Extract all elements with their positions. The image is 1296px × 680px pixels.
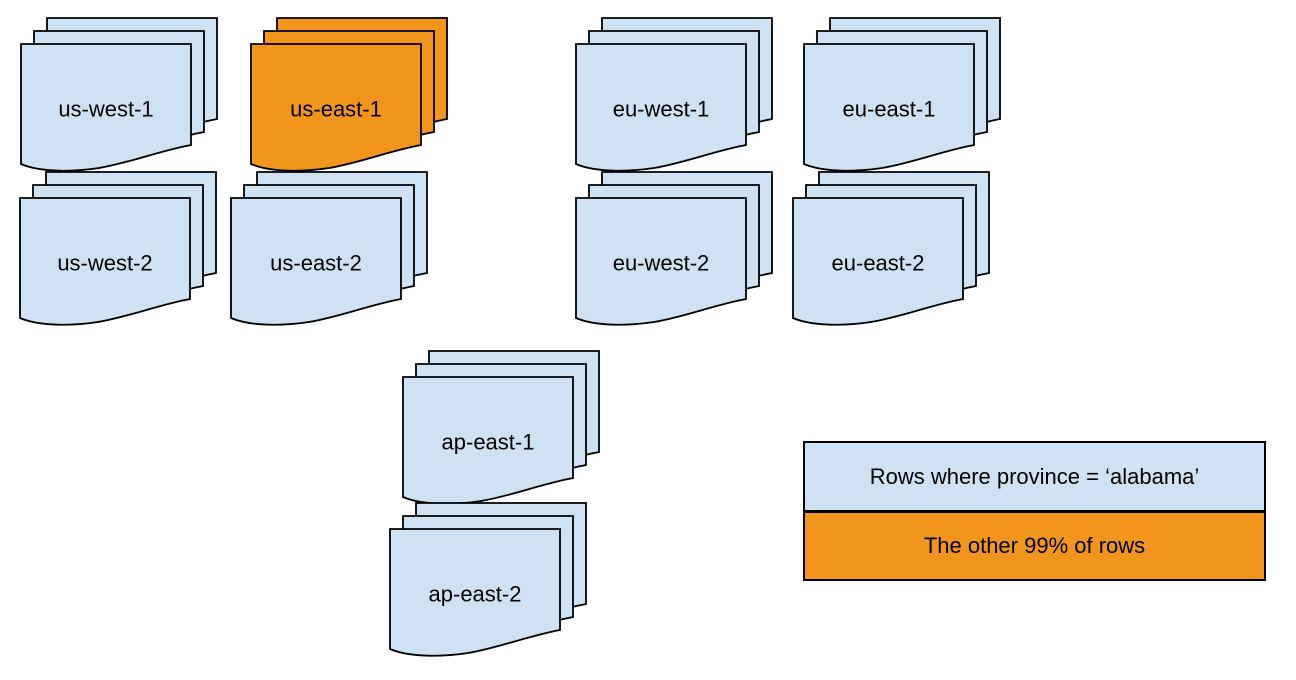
doc-stack-eu-west-1: eu-west-1: [575, 17, 775, 175]
doc-stack-us-west-1: us-west-1: [20, 17, 220, 175]
doc-stack-us-east-2: us-east-2: [230, 171, 430, 329]
stack-label: eu-west-1: [613, 97, 710, 122]
stack-label: us-east-1: [290, 97, 382, 122]
legend-row-alabama: Rows where province = ‘alabama’: [803, 441, 1266, 512]
doc-stack-ap-east-2: ap-east-2: [389, 502, 589, 660]
doc-stack-us-west-2: us-west-2: [19, 171, 219, 329]
stack-label: eu-east-1: [843, 97, 936, 122]
stack-label: us-east-2: [270, 251, 362, 276]
stack-label: us-west-1: [58, 97, 153, 122]
stack-label: eu-west-2: [613, 251, 710, 276]
doc-stack-us-east-1: us-east-1: [250, 17, 450, 175]
doc-stack-eu-east-2: eu-east-2: [792, 171, 992, 329]
legend-row-other-rows: The other 99% of rows: [803, 510, 1266, 581]
stack-label: eu-east-2: [832, 251, 925, 276]
legend-label-other-rows: The other 99% of rows: [923, 533, 1146, 558]
doc-stack-ap-east-1: ap-east-1: [402, 350, 602, 508]
stack-label: ap-east-2: [429, 582, 522, 607]
stack-label: us-west-2: [57, 251, 152, 276]
legend: Rows where province = ‘alabama’ The othe…: [803, 441, 1266, 581]
legend-label-alabama: Rows where province = ‘alabama’: [869, 463, 1200, 489]
doc-stack-eu-west-2: eu-west-2: [575, 171, 775, 329]
stack-label: ap-east-1: [442, 430, 535, 455]
doc-stack-eu-east-1: eu-east-1: [803, 17, 1003, 175]
